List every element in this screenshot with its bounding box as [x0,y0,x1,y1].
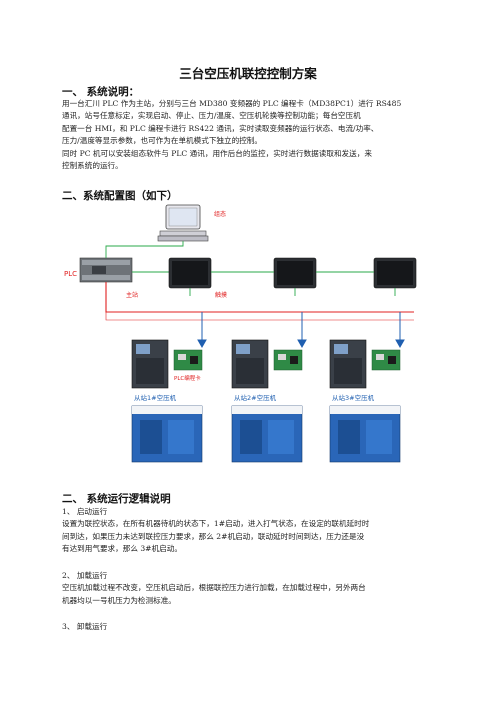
item-1-line: 间到达，如果压力未达到联控压力要求，那么 2#机启动，联动延时时间到达，压力还是… [62,531,365,541]
item-2-line: 机器均以一号机压力为检测标准。 [62,595,176,605]
item-2-title: 2、 加载运行 [62,571,108,580]
compressor-1-icon [131,405,203,463]
section-3-item-2: 2、 加载运行 空压机加载过程不改变，空压机启动后，根据联控压力进行加载，在加载… [62,570,434,607]
system-config-diagram: 组态 PLC 主站 触摸 [64,204,417,463]
item-2-line: 空压机加载过程不改变，空压机启动后，根据联控压力进行加载，在加载过程中，另外两台 [62,583,366,593]
document-title: 三台空压机联控控制方案 [179,66,317,81]
slave-1-label: 从站1#空压机 [134,393,177,402]
rs485-bus-return [105,312,414,321]
item-3-title: 3、 卸载运行 [62,622,108,631]
touch-label: 触摸 [215,291,227,299]
master-label: 主站 [126,291,138,299]
section-1-heading: 一、 系统说明： [62,86,140,98]
section-2-heading: 二、系统配置图（如下） [62,190,178,202]
section-1-line: 同时 PC 机可以安装组态软件与 PLC 通讯，用作后台的监控，实时进行数据读取… [62,148,372,158]
inverter-2-icon [231,339,269,389]
rs485-bus-line [105,282,414,313]
section-1-line: 用一台汇川 PLC 作为主站，分别与三台 MD380 变频器的 PLC 编程卡（… [62,99,402,108]
plc-card-1-icon [173,349,203,371]
section-3-heading: 二、 系统运行逻辑说明 [62,493,171,505]
compressor-2-icon [231,405,303,463]
section-1-line: 配置一台 HMI，和 PLC 编程卡进行 RS422 通讯，实时读取变频器的运行… [62,123,379,133]
section-3-item-1: 1、 启动运行 设置为联控状态，在所有机器待机的状态下，1#启动，进入打气状态，… [62,506,434,556]
plc-label: PLC [64,270,77,278]
plc-unit-icon [79,257,133,283]
plc-card-3-icon [371,349,401,371]
item-1-title: 1、 启动运行 [62,507,108,516]
plc-card-label: PLC编程卡 [174,374,201,382]
pc-label: 组态 [214,210,226,218]
item-1-line: 设置为联控状态，在所有机器待机的状态下，1#启动，进入打气状态，在设定的联机延时… [62,519,370,529]
slave-2-label: 从站2#空压机 [234,393,277,402]
inverter-3-icon [329,339,367,389]
hmi-3-icon [373,257,417,289]
pc-workstation-icon [157,204,209,242]
bus-drop-arrows [197,312,405,349]
hmi-2-icon [273,257,317,289]
inverter-1-icon [131,339,169,389]
section-1-body: 用一台汇川 PLC 作为主站，分别与三台 MD380 变频器的 PLC 编程卡（… [62,98,434,172]
section-3-item-3: 3、 卸载运行 [62,621,434,633]
compressor-3-icon [329,405,401,463]
pc-plc-link [105,241,184,258]
hmi-1-icon [168,257,212,289]
section-1-line: 控制系统的运行。 [62,161,123,171]
section-1-line: 压力/温度等显示参数，也可作为在单机模式下独立的控制。 [62,136,262,146]
plc-card-2-icon [273,349,303,371]
section-1-line: 通讯，站号任意标定，实现启动、停止、压力/温度、空压机轮换等控制功能；每台空压机 [62,111,361,121]
item-1-line: 有达到用气要求，那么 3#机启动。 [62,544,182,554]
slave-3-label: 从站3#空压机 [332,393,375,402]
